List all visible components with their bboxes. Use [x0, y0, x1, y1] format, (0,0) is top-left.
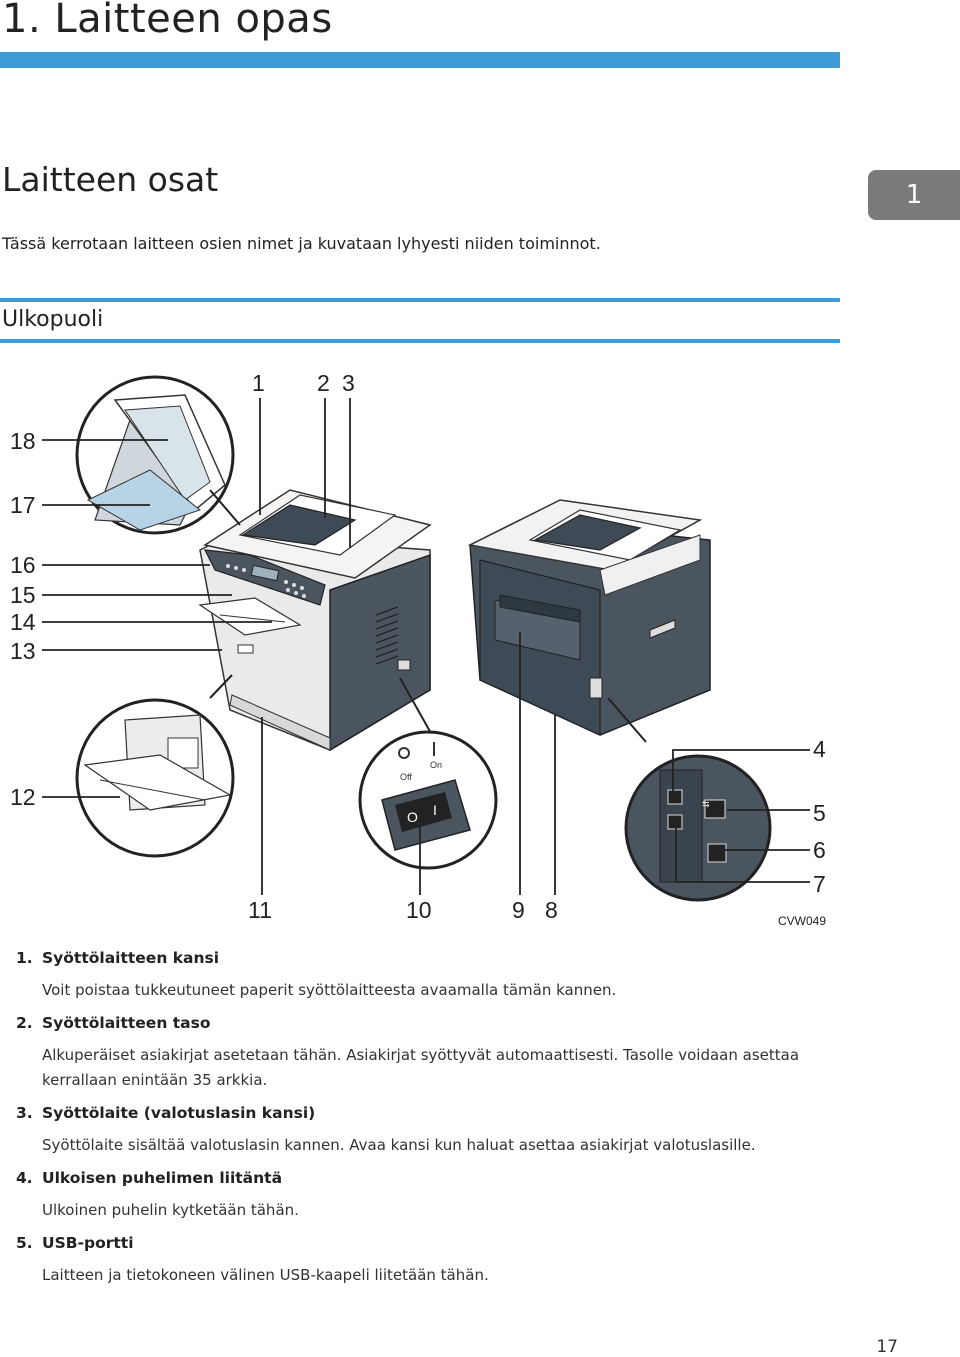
- power-on-symbol: I: [433, 802, 437, 818]
- section-title: Laitteen osat: [2, 160, 219, 199]
- callout-12: 12: [10, 784, 36, 810]
- part-number: 1.: [16, 949, 33, 967]
- chapter-title: 1. Laitteen opas: [2, 0, 333, 42]
- part-heading: 2. Syöttölaitteen taso: [0, 1013, 860, 1033]
- callout-8: 8: [545, 897, 558, 923]
- chapter-tab[interactable]: 1: [868, 170, 960, 220]
- part-name: Syöttölaitteen taso: [42, 1014, 211, 1032]
- chapter-title-rule: [0, 52, 840, 68]
- zoom-scanner-glass: [75, 375, 241, 535]
- subsection-rule-bottom: [0, 339, 840, 343]
- part-item: 2. Syöttölaitteen taso Alkuperäiset asiak…: [0, 1013, 860, 1093]
- part-name: Syöttölaite (valotuslasin kansi): [42, 1104, 316, 1122]
- part-name: Ulkoisen puhelimen liitäntä: [42, 1169, 283, 1187]
- part-number: 3.: [16, 1104, 33, 1122]
- part-heading: 3. Syöttölaite (valotuslasin kansi): [0, 1103, 860, 1123]
- part-heading: 1. Syöttölaitteen kansi: [0, 948, 860, 968]
- part-item: 3. Syöttölaite (valotuslasin kansi) Syött…: [0, 1103, 860, 1158]
- subsection-rule-top: [0, 298, 840, 302]
- part-heading: 4. Ulkoisen puhelimen liitäntä: [0, 1168, 860, 1188]
- part-name: USB-portti: [42, 1234, 134, 1252]
- zoom-power-switch: Off On O I: [358, 677, 498, 870]
- callout-numbers: 1 2 3 4 5 6 7 8 9 10 11 12 13 14 15 16 1…: [10, 370, 826, 923]
- part-heading: 5. USB-portti: [0, 1233, 860, 1253]
- callout-17: 17: [10, 492, 36, 518]
- parts-list: 1. Syöttölaitteen kansi Voit poistaa tukk…: [0, 948, 860, 1298]
- part-description: Laitteen ja tietokoneen välinen USB-kaap…: [42, 1266, 489, 1284]
- part-item: 1. Syöttölaitteen kansi Voit poistaa tukk…: [0, 948, 860, 1003]
- part-description: Ulkoinen puhelin kytketään tähän.: [42, 1201, 299, 1219]
- subsection-title: Ulkopuoli: [2, 307, 104, 332]
- callout-11: 11: [248, 897, 272, 923]
- callout-6: 6: [813, 837, 826, 863]
- power-off-symbol: O: [407, 809, 418, 825]
- callout-7: 7: [813, 871, 826, 897]
- part-item: 5. USB-portti Laitteen ja tietokoneen väl…: [0, 1233, 860, 1288]
- part-description: Syöttölaite sisältää valotuslasin kannen…: [42, 1136, 756, 1154]
- part-number: 2.: [16, 1014, 33, 1032]
- part-number: 5.: [16, 1234, 33, 1252]
- zoom-bypass-tray: [75, 674, 235, 858]
- callout-9: 9: [512, 897, 525, 923]
- callout-15: 15: [10, 582, 36, 608]
- callout-2: 2: [317, 370, 330, 396]
- part-item: 4. Ulkoisen puhelimen liitäntä Ulkoinen p…: [0, 1168, 860, 1223]
- callout-10: 10: [406, 897, 432, 923]
- machine-parts-figure: Off On O I ⇆: [10, 370, 826, 928]
- power-on-label: On: [430, 760, 442, 770]
- part-name: Syöttölaitteen kansi: [42, 949, 220, 967]
- power-off-label: Off: [400, 772, 412, 782]
- rear-view-machine: [467, 499, 711, 743]
- front-view-machine: [198, 489, 432, 752]
- usb-icon: ⇆: [702, 799, 710, 809]
- callout-5: 5: [813, 800, 826, 826]
- part-description: Voit poistaa tukkeutuneet paperit syöttö…: [42, 981, 617, 999]
- callout-3: 3: [342, 370, 355, 396]
- page-number: 17: [876, 1337, 898, 1357]
- callout-1: 1: [252, 370, 265, 396]
- part-number: 4.: [16, 1169, 33, 1187]
- figure-code: CVW049: [778, 914, 826, 928]
- callout-4: 4: [813, 736, 826, 762]
- intro-text: Tässä kerrotaan laitteen osien nimet ja …: [2, 234, 601, 253]
- callout-14: 14: [10, 609, 36, 635]
- part-description: Alkuperäiset asiakirjat asetetaan tähän.…: [42, 1046, 800, 1089]
- callout-leader-lines: [42, 398, 810, 895]
- callout-18: 18: [10, 428, 36, 454]
- callout-13: 13: [10, 638, 36, 664]
- callout-16: 16: [10, 552, 36, 578]
- zoom-rear-ports: ⇆: [624, 754, 772, 902]
